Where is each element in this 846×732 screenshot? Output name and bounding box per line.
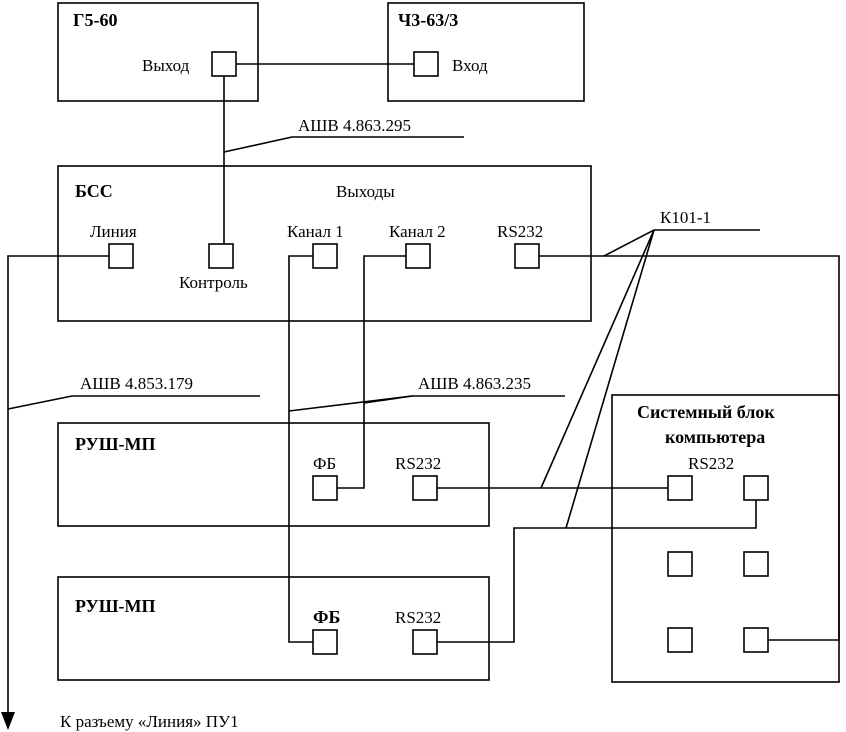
pc-title-line2: компьютера (665, 427, 765, 447)
rush2-rs232-label: RS232 (395, 608, 441, 627)
rush2-fb-label: ФБ (313, 607, 340, 627)
wire-channel1-rush2 (288, 255, 313, 643)
pc-rs232-label: RS232 (688, 454, 734, 473)
leader-rs-cable (540, 229, 655, 489)
wire-channel2-rush1 (337, 255, 406, 489)
bss-channel1-label: Канал 1 (287, 222, 344, 241)
rush1-fb-port (312, 475, 338, 501)
wire-bss-rs232-pc (539, 255, 840, 641)
rush1-fb-label: ФБ (313, 454, 336, 473)
bss-control-port (208, 243, 234, 269)
bss-outputs-label: Выходы (336, 182, 395, 201)
pc-port (743, 627, 769, 653)
ch3-box (387, 2, 585, 102)
g5-box (57, 2, 259, 102)
rush1-rs232-label: RS232 (395, 454, 441, 473)
pu1-destination-label: К разъему «Линия» ПУ1 (60, 712, 239, 731)
bss-channel2-port (405, 243, 431, 269)
bss-line-port (108, 243, 134, 269)
ch3-input-port (413, 51, 439, 77)
bss-channel2-label: Канал 2 (389, 222, 446, 241)
g5-output-label: Выход (142, 56, 190, 75)
channel-cable-label: АШВ 4.863.235 (418, 374, 531, 393)
ch3-title: Ч3-63/3 (398, 10, 458, 30)
rush2-title: РУШ-МП (75, 596, 156, 616)
rush1-box (57, 422, 490, 527)
rush1-rs232-port (412, 475, 438, 501)
leader-g5-cable (223, 136, 464, 153)
rush2-box (57, 576, 490, 681)
bss-rs232-label: RS232 (497, 222, 543, 241)
bss-box (57, 165, 592, 322)
rush2-rs232-port (412, 629, 438, 655)
g5-output-port (211, 51, 237, 77)
leader-rs-cable (603, 229, 760, 257)
wire-line-pu1 (7, 255, 109, 716)
wire-rush2-rs232-pc (437, 500, 757, 643)
g5-title: Г5-60 (73, 10, 117, 30)
leader-line-cable (7, 395, 260, 410)
pc-port (667, 627, 693, 653)
ch3-input-label: Вход (452, 56, 488, 75)
g5-cable-label: АШВ 4.863.295 (298, 116, 411, 135)
rush1-title: РУШ-МП (75, 434, 156, 454)
line-cable-label: АШВ 4.853.179 (80, 374, 193, 393)
bss-line-label: Линия (90, 222, 137, 241)
arrow-down-icon (1, 712, 15, 730)
leader-rs-cable (565, 229, 655, 529)
pc-port (743, 551, 769, 577)
rs-cable-label: К101-1 (660, 208, 711, 227)
rush2-fb-port (312, 629, 338, 655)
leader-channel-cable (363, 395, 413, 404)
bss-control-label: Контроль (179, 273, 248, 292)
bss-rs232-port (514, 243, 540, 269)
pc-port (667, 475, 693, 501)
bss-title: БСС (75, 181, 113, 201)
pc-port (667, 551, 693, 577)
pc-port (743, 475, 769, 501)
bss-channel1-port (312, 243, 338, 269)
pc-title-line1: Системный блок (637, 402, 775, 422)
leader-channel-cable (288, 395, 565, 412)
